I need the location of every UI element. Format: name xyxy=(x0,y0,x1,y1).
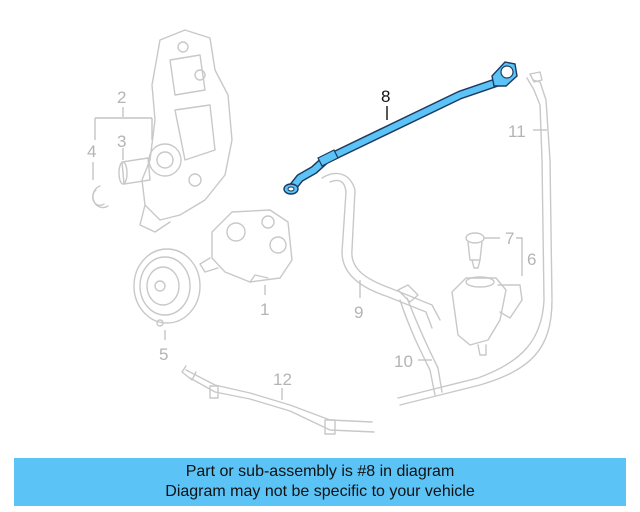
leader-lines xyxy=(92,106,547,400)
callout-1: 1 xyxy=(260,300,269,319)
power-steering-pump xyxy=(199,209,293,283)
reservoir-part-6 xyxy=(451,276,523,356)
callout-5: 5 xyxy=(159,345,168,364)
callout-8: 8 xyxy=(381,87,390,106)
callout-2: 2 xyxy=(117,88,126,107)
hose-assembly-part-8[interactable] xyxy=(283,61,518,195)
callout-11: 11 xyxy=(508,122,526,141)
callout-9: 9 xyxy=(354,303,363,322)
callout-4: 4 xyxy=(87,142,96,161)
banner-line-part-number: Part or sub-assembly is #8 in diagram xyxy=(185,463,455,480)
hose-part-10 xyxy=(399,297,443,396)
callout-6: 6 xyxy=(527,250,536,269)
snap-ring-part-4 xyxy=(92,185,109,209)
callout-10: 10 xyxy=(394,352,413,371)
banner-line-disclaimer: Diagram may not be specific to your vehi… xyxy=(165,483,475,500)
parts-diagram: 2 3 4 1 5 9 10 12 7 6 11 8 xyxy=(87,29,553,435)
callout-3: 3 xyxy=(117,132,126,151)
pulley-part-5 xyxy=(133,248,201,327)
hose-part-9 xyxy=(321,172,441,329)
line-part-11 xyxy=(397,71,553,406)
line-part-12 xyxy=(181,365,375,435)
callout-7: 7 xyxy=(505,229,514,248)
mounting-bracket xyxy=(139,29,233,233)
bushing-part-3 xyxy=(118,157,151,185)
info-banner: Part or sub-assembly is #8 in diagram Di… xyxy=(14,458,626,506)
cap-part-7 xyxy=(465,232,485,269)
callout-12: 12 xyxy=(273,370,292,389)
